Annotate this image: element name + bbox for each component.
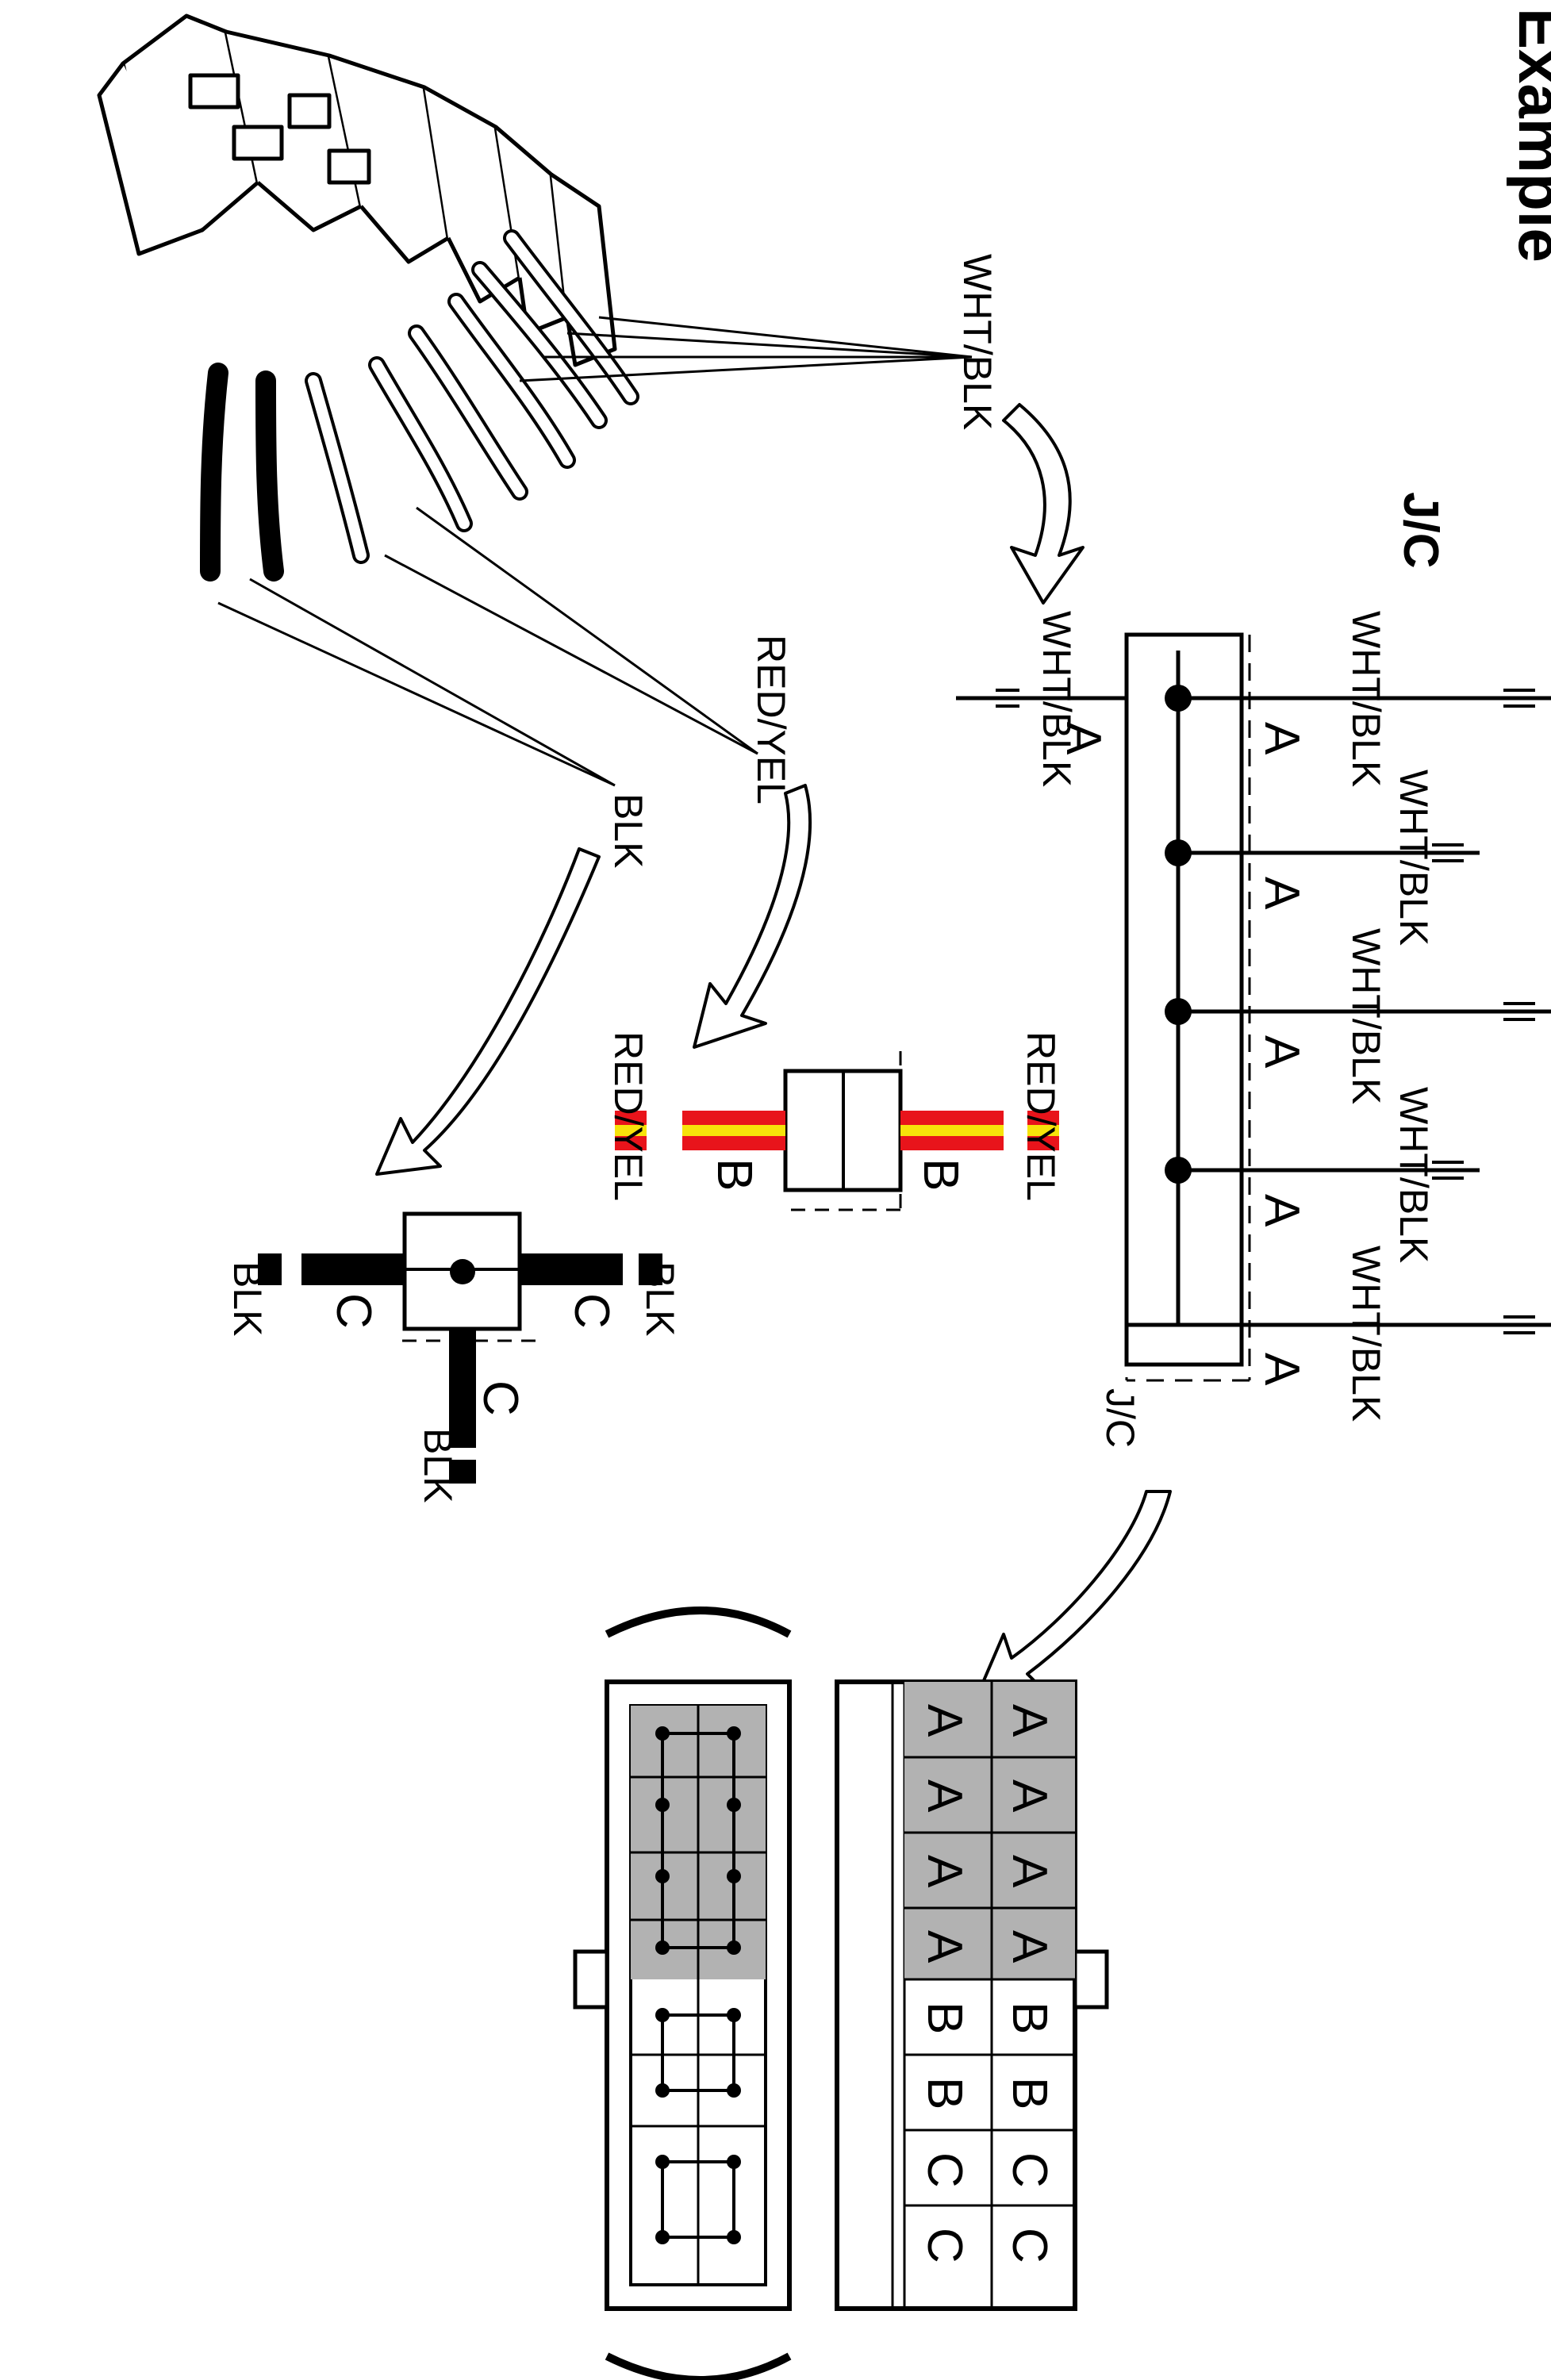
connector-busbar-dots [655,1726,741,2244]
junction-wires-lower [956,689,1127,708]
face-upper-8: C [1002,2228,1057,2263]
connector-face-pin-labels: A A A A B B C C A A A A B B C C [917,1704,1057,2263]
wht-blk-bottom: WHT/BLK [1035,611,1079,787]
red-yel-splice [615,1051,1059,1211]
face-lower-5: B [917,2002,972,2034]
red-yel-label-bottom: RED/YEL [606,1031,651,1201]
face-lower-3: A [917,1855,972,1888]
pin-b-top: B [913,1158,968,1191]
blk-label-down: BLK [416,1428,460,1503]
pin-a-5: A [1254,1353,1309,1386]
wht-blk-top-2: WHT/BLK [1392,770,1436,946]
red-yel-label-top: RED/YEL [1019,1031,1063,1201]
face-upper-5: B [1002,2002,1057,2034]
junction-wires-upper [1178,689,1551,1334]
pin-a-3: A [1254,1035,1309,1069]
wht-blk-top-1: WHT/BLK [1344,611,1388,787]
junction-wire-labels: WHT/BLK WHT/BLK WHT/BLK WHT/BLK WHT/BLK … [1035,611,1436,1448]
callout-arrows [375,403,1172,1691]
face-lower-2: A [917,1779,972,1813]
pin-c-3: C [473,1380,528,1416]
face-upper-6: B [1002,2077,1057,2109]
face-lower-4: A [917,1930,972,1964]
face-lower-1: A [917,1704,972,1737]
blk-splice [258,1211,662,1484]
blk-label-right: BLK [638,1261,682,1337]
harness-wires [200,229,639,582]
wht-blk-top-4: WHT/BLK [1392,1087,1436,1263]
blk-wire-down [301,1253,405,1285]
harness-connector-illustration [97,13,617,367]
pin-a-1: A [1254,722,1309,755]
jc-title: J/C [1393,492,1448,568]
blk-label-left: BLK [225,1261,270,1337]
wht-blk-top-3: WHT/BLK [1344,928,1388,1104]
face-upper-1: A [1002,1704,1057,1737]
face-lower-8: C [917,2228,972,2263]
face-upper-4: A [1002,1930,1057,1964]
connector-wire-label-blk: BLK [606,793,651,869]
face-lower-6: B [917,2077,972,2109]
view-brackets [605,1606,792,2380]
face-lower-7: C [917,2152,972,2188]
face-upper-7: C [1002,2152,1057,2188]
connector-wire-label-red-yel: RED/YEL [749,635,793,804]
wht-blk-top-5: WHT/BLK [1344,1246,1388,1422]
blk-wire-up [520,1253,623,1285]
jc-bottom-label: J/C [1098,1388,1142,1448]
connector-face-pinout [835,1679,1109,2311]
connector-wire-label-wht-blk: WHT/BLK [955,254,1000,430]
connector-busbar-view [573,1679,792,2311]
diagram-title: Example [1506,8,1551,263]
pin-a-2: A [1254,877,1309,910]
face-upper-3: A [1002,1855,1057,1888]
leader-lines [217,316,973,787]
face-upper-2: A [1002,1779,1057,1813]
pin-a-6: A [1056,722,1111,755]
blk-wire-right [449,1329,476,1448]
pin-c-1: C [564,1293,619,1329]
junction-pin-labels: A A A A A A [1056,722,1309,1386]
pin-c-2: C [326,1293,381,1329]
pin-b-bottom: B [707,1158,762,1191]
pin-a-4: A [1254,1194,1309,1227]
